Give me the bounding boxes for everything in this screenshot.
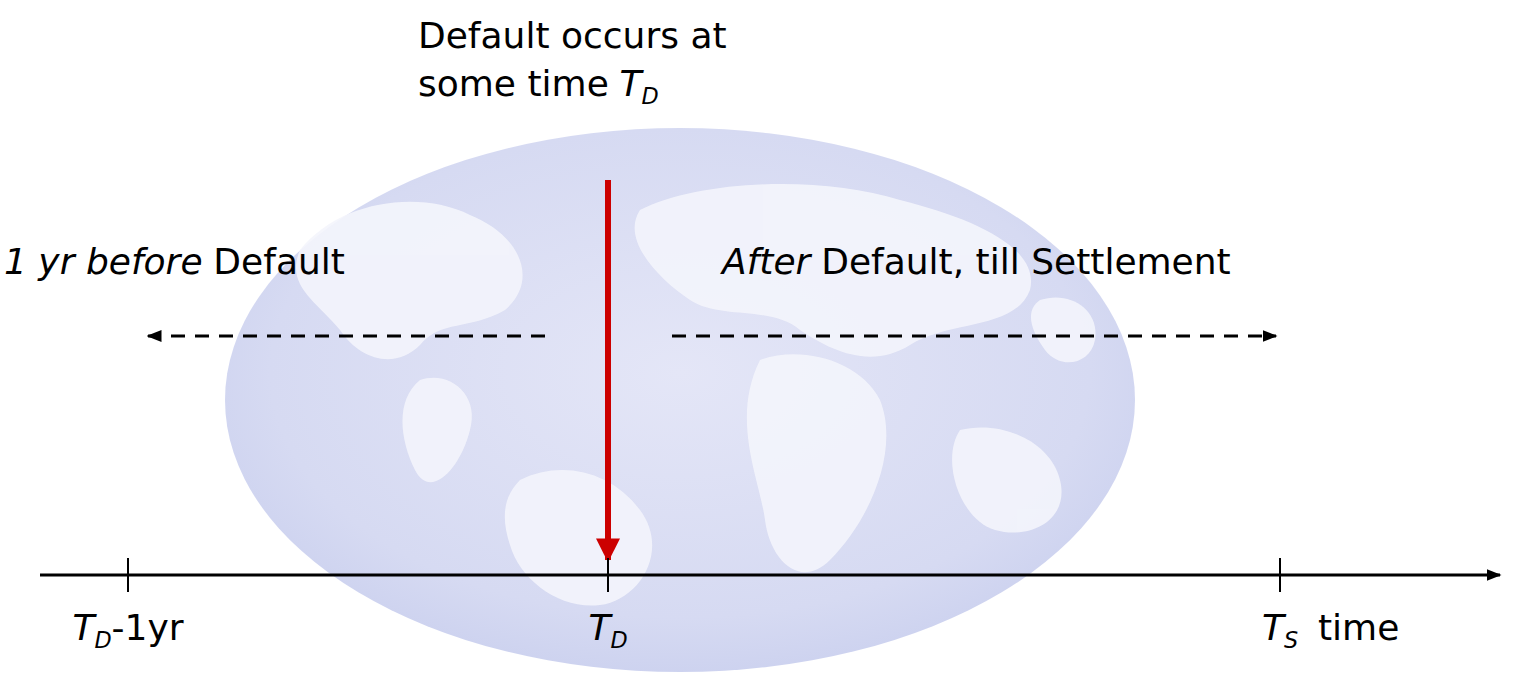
default-heading: Default occurs at xyxy=(418,14,727,57)
label-text: T xyxy=(1262,607,1284,648)
tick-label: TD-1yr xyxy=(72,606,183,654)
tick-label: TD xyxy=(588,606,627,654)
default-arrow xyxy=(605,180,611,560)
axis-label: time xyxy=(1318,606,1399,649)
label-text: 1 yr before xyxy=(4,241,203,282)
span-label: After Default, till Settlement xyxy=(722,240,1231,283)
globe-watermark xyxy=(225,128,1135,672)
label-text: T xyxy=(588,607,610,648)
label-text: Default occurs at xyxy=(418,15,727,56)
label-text: After xyxy=(722,241,810,282)
label-text: time xyxy=(1318,607,1399,648)
axis-tick xyxy=(607,558,609,592)
before-span-arrow xyxy=(148,335,545,338)
label-text: T xyxy=(620,63,642,104)
label-text: Default, till Settlement xyxy=(821,241,1231,282)
label-text: T xyxy=(72,607,94,648)
after-span-arrow xyxy=(672,335,1276,338)
span-label: 1 yr beforeDefault xyxy=(4,240,345,283)
subscript-text: D xyxy=(642,83,659,109)
subscript-text: D xyxy=(610,627,627,653)
axis-tick xyxy=(127,558,129,592)
subscript-text: S xyxy=(1284,627,1298,653)
axis-tick xyxy=(1279,558,1281,592)
tick-label: TS xyxy=(1262,606,1298,654)
subscript-text: D xyxy=(94,627,111,653)
label-text: -1yr xyxy=(112,607,184,648)
label-text: some time xyxy=(418,63,609,104)
default-heading: some time TD xyxy=(418,62,659,110)
label-text: Default xyxy=(213,241,345,282)
